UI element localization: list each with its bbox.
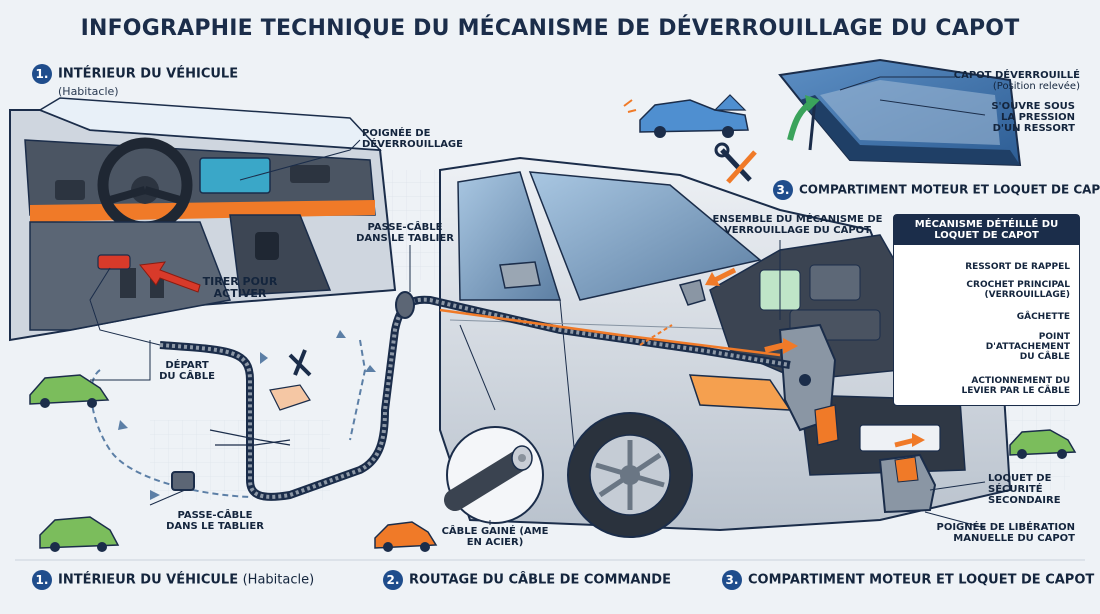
page-title: INFOGRAPHIE TECHNIQUE DU MÉCANISME DE DÉ…: [80, 16, 1020, 41]
small-car-hood-up-icon: [623, 94, 749, 138]
label-gachette: GÂCHETTE: [1016, 312, 1070, 322]
label-point-attachement: POINT D'ATTACHEMENT DU CÂBLE: [985, 332, 1070, 362]
label-actionnement: ACTIONNEMENT DU LEVIER PAR LE CÂBLE: [961, 376, 1070, 396]
section-1-footer-subtitle: (Habitacle): [242, 572, 315, 588]
label-passe-cable-top: PASSE-CÂBLE DANS LE TABLIER: [356, 222, 454, 244]
cable-grommets: [171, 291, 415, 491]
label-passe-cable-bottom: PASSE-CÂBLE DANS LE TABLIER: [166, 510, 264, 532]
interior-illustration: [9, 97, 397, 346]
section-1-footer-badge: 1.: [32, 570, 52, 590]
section-1-badge: 1.: [32, 64, 52, 84]
section-3-badge-top: 3.: [773, 180, 793, 200]
label-loquet-secondaire: LOQUET DE SÉCURITÉ SECONDAIRE: [988, 473, 1061, 506]
cable-section-zoom: [444, 324, 544, 524]
motion-arrowheads: [118, 330, 376, 500]
clip-tool-icon: [209, 429, 291, 446]
section-2-title: ROUTAGE DU CÂBLE DE COMMANDE: [409, 572, 671, 588]
label-cable-gaine: CÂBLE GAINÉ (AME EN ACIER): [441, 526, 549, 548]
section-1-footer: 1. INTÉRIEUR DU VÉHICULE (Habitacle): [32, 570, 314, 590]
label-tirer: TIRER POUR ACTIVER: [202, 275, 278, 300]
main-car-illustration: [439, 156, 1012, 538]
detail-callout-title: MÉCANISME DÉTÉILLÉ DU LOQUET DE CAPOT: [894, 215, 1079, 245]
section-1-title: INTÉRIEUR DU VÉHICULE: [58, 66, 239, 82]
section-2-footer: 2. ROUTAGE DU CÂBLE DE COMMANDE: [383, 570, 671, 590]
label-capot-deverrouille: CAPOT DÉVERROUILLÉ(Position relevée): [953, 70, 1080, 92]
tools-icon: [714, 142, 757, 184]
label-ressort-pression: S'OUVRE SOUS LA PRESSION D'UN RESSORT: [991, 101, 1075, 134]
section-3-footer-title: COMPARTIMENT MOTEUR ET LOQUET DE CAPOT: [748, 572, 1095, 588]
section-1-subtitle: (Habitacle): [58, 85, 119, 98]
label-depart: DÉPART DU CÂBLE: [159, 360, 215, 382]
label-ensemble: ENSEMBLE DU MÉCANISME DE VERROUILLAGE DU…: [712, 214, 883, 236]
label-poignee: POIGNÉE DE DÉVERROUILLAGE: [362, 128, 463, 150]
small-car-green-bottom-icon: [39, 516, 120, 552]
section-3-footer-badge: 3.: [722, 570, 742, 590]
section-2-badge: 2.: [383, 570, 403, 590]
section-1-footer-title: INTÉRIEUR DU VÉHICULE: [58, 572, 239, 588]
open-hood-illustration: [778, 58, 1022, 167]
label-poignee-liberation: POIGNÉE DE LIBÉRATION MANUELLE DU CAPOT: [936, 522, 1075, 544]
section-3-footer: 3. COMPARTIMENT MOTEUR ET LOQUET DE CAPOT: [722, 570, 1094, 590]
latch-part-icon: [678, 267, 737, 306]
label-crochet: CROCHET PRINCIPAL(VERROUILLAGE): [966, 280, 1070, 300]
small-car-orange-icon: [374, 521, 438, 552]
small-car-green-left-icon: [29, 374, 110, 408]
small-car-green-right-icon: [1009, 429, 1077, 459]
section-3-title-top: COMPARTIMENT MOTEUR ET LOQUET DE CAPOT: [799, 182, 1100, 197]
section-3-header-top: 3. COMPARTIMENT MOTEUR ET LOQUET DE CAPOT: [773, 180, 1100, 200]
hand-pull-icon: [269, 349, 312, 411]
label-ressort-rappel: RESSORT DE RAPPEL: [965, 262, 1070, 272]
section-1-header: 1. INTÉRIEUR DU VÉHICULE (Habitacle): [32, 64, 238, 98]
detail-callout-panel: MÉCANISME DÉTÉILLÉ DU LOQUET DE CAPOT: [893, 214, 1080, 406]
